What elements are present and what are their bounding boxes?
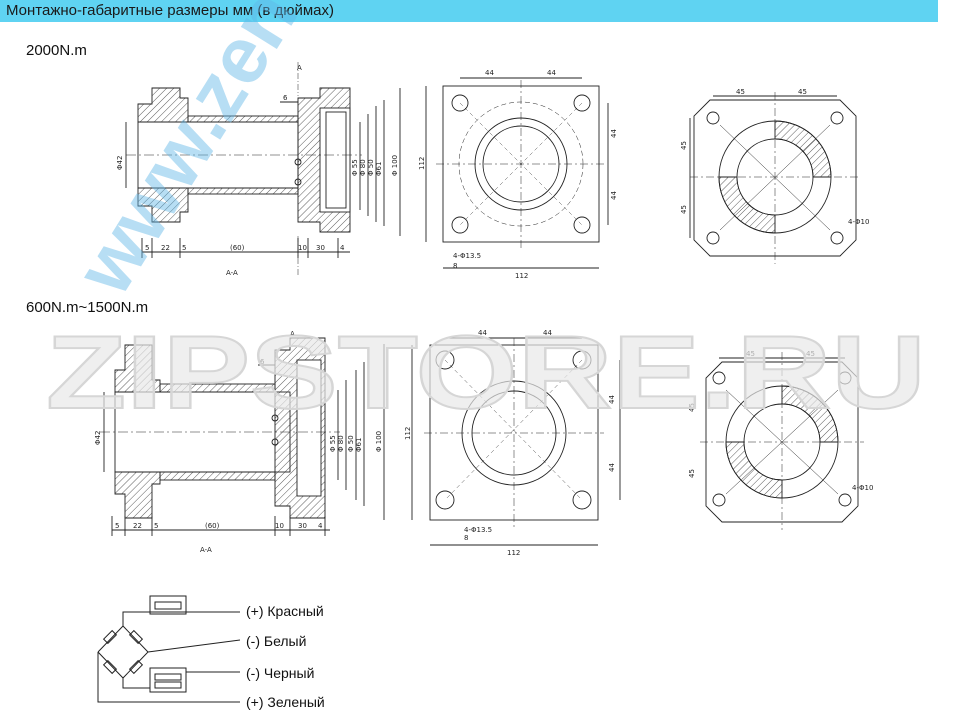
dim-5-d: 5: [154, 522, 158, 530]
dim-45-h: 45: [688, 469, 696, 478]
dim-22-b: 22: [133, 522, 142, 530]
section-title-2000: 2000N.m: [26, 42, 87, 59]
dim-45-f: 45: [806, 350, 815, 358]
dim-5b: 5: [182, 244, 186, 252]
dim-30-b: 30: [298, 522, 307, 530]
dim-d42: Φ42: [116, 156, 124, 170]
dim-6: 6: [283, 94, 288, 102]
round-flange-600-1500: [700, 352, 864, 530]
page-title: Монтажно-габаритные размеры мм (в дюймах…: [6, 2, 335, 19]
dim-d100: Φ 100: [391, 155, 399, 176]
side-view-600-1500: [100, 337, 385, 536]
dim-44-a: 44: [485, 69, 494, 77]
dim-45-d: 45: [680, 205, 688, 214]
dim-10-b: 10: [275, 522, 284, 530]
dim-112-v-b: 112: [404, 427, 412, 440]
hole-label: 4-Φ13.5: [453, 252, 481, 260]
dim-44-d: 44: [610, 191, 618, 200]
dim-5: 5: [145, 244, 149, 252]
dim-10: 10: [298, 244, 307, 252]
dim-44-f: 44: [543, 329, 552, 337]
dim-45-e: 45: [746, 350, 755, 358]
dim-44-g: 44: [608, 395, 616, 404]
dim-d100-b: Φ 100: [375, 431, 383, 452]
dim-4: 4: [340, 244, 345, 252]
hole-label-b: 4-Φ13.5: [464, 526, 492, 534]
hole-depth-b: 8: [464, 534, 468, 542]
section-mark: A: [297, 64, 302, 72]
square-flange-2000: [425, 77, 609, 269]
wire-red-label: (+) Красный: [246, 603, 324, 619]
dim-60-b: (60): [205, 522, 220, 530]
wire-green-label: (+) Зеленый: [246, 694, 325, 710]
watermark: www.zen ZIPSTORE.RU: [45, 0, 927, 432]
hole-depth: 8: [453, 262, 457, 270]
dim-44-e: 44: [478, 329, 487, 337]
wire-white-label: (-) Белый: [246, 633, 306, 649]
dim-6-b: 6: [260, 358, 265, 366]
dim-4-b: 4: [318, 522, 323, 530]
dim-112-v: 112: [418, 157, 426, 170]
dim-d55: Φ 55: [351, 159, 359, 176]
dim-45-b: 45: [798, 88, 807, 96]
dim-d50-b: Φ 50: [347, 435, 355, 452]
header-bar: [0, 0, 938, 22]
section-title-600-1500: 600N.m~1500N.m: [26, 299, 149, 316]
dim-22: 22: [161, 244, 170, 252]
dim-44-b: 44: [547, 69, 556, 77]
dim-45-a: 45: [736, 88, 745, 96]
dim-d55-b: Φ 55: [329, 435, 337, 452]
dim-d42-b: Φ42: [94, 431, 102, 445]
dim-60: (60): [230, 244, 245, 252]
dim-d80-b: Φ 80: [337, 435, 345, 452]
round-hole-label-b: 4-Φ10: [852, 484, 873, 492]
dim-d80: Φ 80: [359, 159, 367, 176]
side-view-2000: [125, 62, 401, 276]
dim-d61-b: Φ61: [355, 438, 363, 452]
square-flange-600-1500: [411, 337, 621, 546]
dim-45-c: 45: [680, 141, 688, 150]
wire-black-label: (-) Черный: [246, 665, 314, 681]
dim-44-h: 44: [608, 463, 616, 472]
dim-44-c: 44: [610, 129, 618, 138]
dim-30: 30: [316, 244, 325, 252]
dim-45-g: 45: [688, 403, 696, 412]
section-view-label-b: A-A: [200, 546, 212, 554]
round-flange-2000: [689, 92, 860, 264]
dim-d61: Φ61: [375, 162, 383, 176]
wiring-diagram: [97, 595, 241, 703]
section-mark-b: A: [290, 330, 295, 338]
watermark-store: ZIPSTORE.RU: [46, 315, 926, 431]
dim-112-h: 112: [515, 272, 528, 280]
round-hole-label: 4-Φ10: [848, 218, 869, 226]
section-view-label: A-A: [226, 269, 238, 277]
dim-112-h-b: 112: [507, 549, 520, 557]
dim-5-c: 5: [115, 522, 119, 530]
dim-d50: Φ 50: [367, 159, 375, 176]
